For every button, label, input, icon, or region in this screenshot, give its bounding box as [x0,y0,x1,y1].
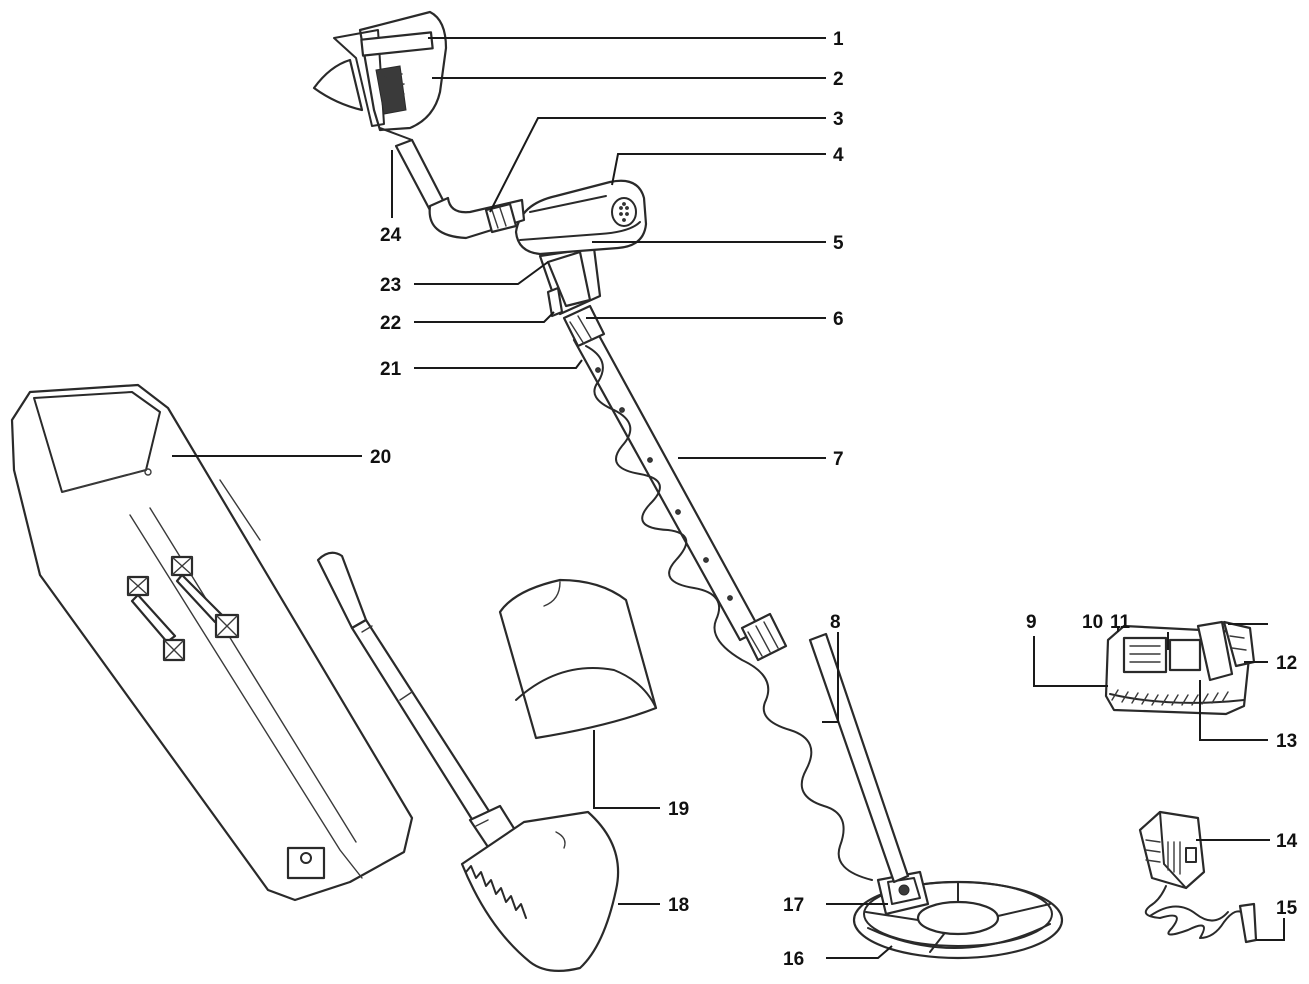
callout-14: 14 [1276,831,1298,852]
callout-3: 3 [833,109,844,130]
battery-pack [1104,620,1256,716]
callout-4: 4 [833,145,844,166]
callout-24: 24 [380,225,402,246]
callout-9: 9 [1026,612,1037,633]
callout-1: 1 [833,29,844,50]
callout-10: 10 [1082,612,1103,633]
callout-20: 20 [370,447,391,468]
callout-11: 11 [1110,612,1131,633]
callout-2: 2 [833,69,844,90]
callout-6: 6 [833,309,844,330]
callout-15: 15 [1276,898,1298,919]
charger-adapter [1138,810,1258,944]
callout-16: 16 [783,949,804,970]
callout-19: 19 [668,799,689,820]
callout-18: 18 [668,895,689,916]
callout-17: 17 [783,895,804,916]
callout-12: 12 [1276,653,1297,674]
callout-5: 5 [833,233,844,254]
callout-labels: 1 2 3 4 5 6 7 8 9 10 11 12 13 14 15 16 1… [370,29,1298,970]
folding-shovel [316,551,620,973]
metal-detector [312,10,1064,960]
callout-7: 7 [833,449,844,470]
armrest-cover [498,578,658,740]
callout-21: 21 [380,359,402,380]
callout-13: 13 [1276,731,1297,752]
carry-bag [10,383,414,902]
callout-23: 23 [380,275,401,296]
callout-22: 22 [380,313,401,334]
callout-8: 8 [830,612,841,633]
leader-lines [172,37,1285,959]
